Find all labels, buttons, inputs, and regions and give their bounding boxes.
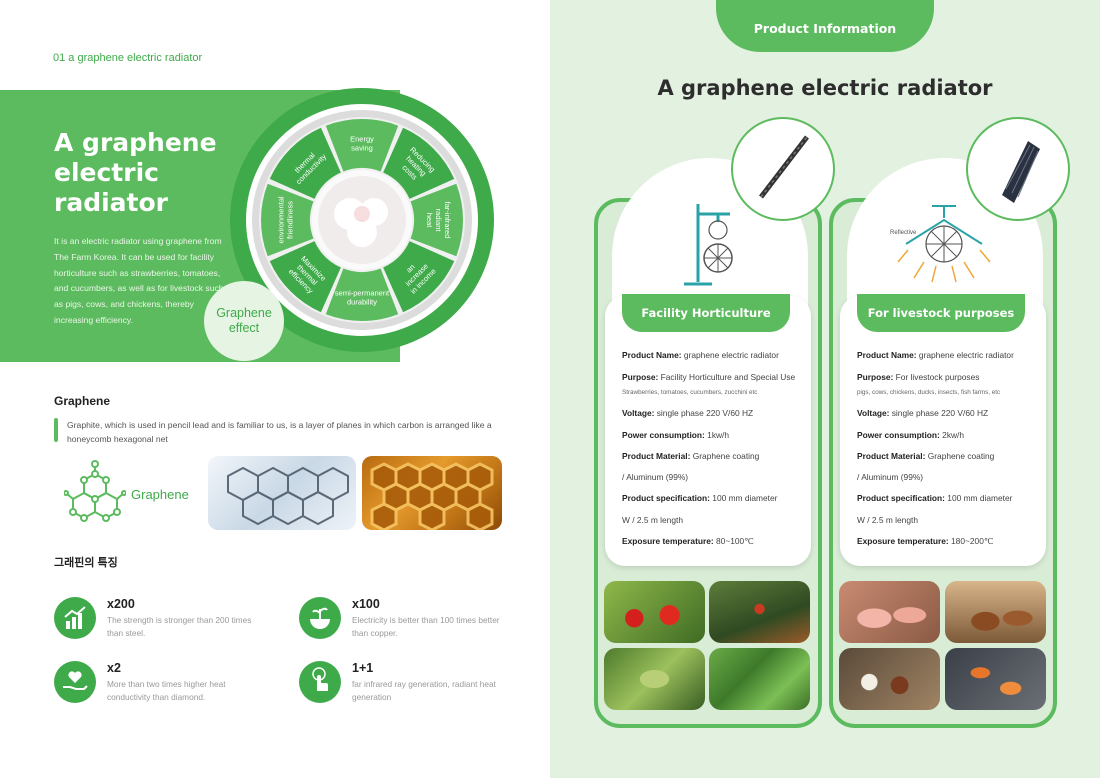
lettuce-photo [709,648,810,710]
spec-key: Purpose: [622,372,659,382]
feature-item: x2 More than two times higher heat condu… [54,661,274,713]
spec-subtext: Strawberries, tomatoes, cucumbers, zucch… [622,389,758,396]
cucumber-photo [604,648,705,710]
feature-item: x100 Electricity is better than 100 time… [299,597,519,649]
chickens-photo [839,648,940,710]
wheel-segment [269,127,341,199]
graphene-icon-label: Graphene [131,487,189,502]
feature-item: 1+1 far infrared ray generation, radiant… [299,661,519,713]
touch-hand-icon [299,661,341,703]
spec-continuation: / Aluminum (99%) [857,472,924,482]
spec-value: 2kw/h [939,430,965,440]
spec-value: single phase 220 V/60 HZ [654,408,754,418]
product-title: A graphene electric radiator [657,76,993,100]
feature-text: far infrared ray generation, radiant hea… [352,679,496,702]
spec-key: Product Material: [857,451,926,461]
feature-value: x2 [107,661,121,675]
left-page: 01 a graphene electric radiator A graphe… [0,52,519,713]
bowl-plant-icon [299,597,341,639]
product-image-circle [731,117,835,221]
product-image-circle [966,117,1070,221]
wheel-label: environmentalfriendliness [277,196,295,243]
spec-value: 100 mm diameter [944,493,1013,503]
spec-card-livestock [840,296,1046,566]
feature-text: Electricity is better than 100 times bet… [352,615,500,638]
spec-key: Product Name: [622,350,682,360]
wheel-label: far-infraredradiantheat [425,202,452,239]
category-pill: Facility Horticulture [622,294,790,332]
feature-value: 1+1 [352,661,374,675]
graphene-effect-badge: Graphene effect [204,281,284,361]
spec-value: 80~100℃ [713,536,754,546]
honeycomb-image [362,456,502,530]
pigs-photo [839,581,940,643]
spec-key: Product specification: [857,493,945,503]
spec-key: Product specification: [622,493,710,503]
spec-value: Graphene coating [925,451,995,461]
spec-value: 180~200℃ [948,536,994,546]
wheel-segment [383,127,455,199]
accent-bar [54,418,58,442]
feature-text: The strength is stronger than 200 times … [107,615,252,638]
spec-value: Graphene coating [690,451,760,461]
graphene-heading: Graphene [54,394,111,408]
koi-fish-photo [945,648,1046,710]
spec-key: Product Name: [857,350,917,360]
wheel-segment [410,183,463,257]
pepper-photo [709,581,810,643]
graphene-description: Graphite, which is used in pencil lead a… [67,420,492,444]
spec-key: Power consumption: [857,430,940,440]
cows-photo [945,581,1046,643]
spec-value: single phase 220 V/60 HZ [889,408,989,418]
category-pill: For livestock purposes [857,294,1025,332]
spec-value: graphene electric radiator [681,350,779,360]
chart-growth-icon [54,597,96,639]
diagram-label: Reflective [890,230,917,236]
spec-value: 100 mm diameter [709,493,778,503]
spec-subtext: pigs, cows, chickens, ducks, insects, fi… [857,389,1001,396]
hero-title: A graphene electric radiator [54,128,217,217]
wheel-segment [383,241,455,313]
spec-key: Voltage: [622,408,655,418]
section-label: 01 a graphene electric radiator [53,52,203,64]
wheel-segment [261,183,314,257]
spec-value: graphene electric radiator [916,350,1014,360]
hand-heart-icon [54,661,96,703]
features-heading: 그래핀의 특징 [54,557,118,569]
spec-key: Purpose: [857,372,894,382]
wheel-segment [269,241,341,313]
feature-item: x200 The strength is stronger than 200 t… [54,597,274,649]
spec-value: For livestock purposes [893,372,980,382]
product-info-tab: Product Information [716,0,934,52]
wheel-segment [325,268,399,321]
spec-value: Facility Horticulture and Special Use [658,372,796,382]
spec-card-horticulture [605,296,811,566]
spec-value: 1kw/h [704,430,730,440]
hero-description: It is an electric radiator using graphen… [54,236,224,325]
graphene-molecule-icon [64,460,126,522]
spec-key: Exposure temperature: [857,536,949,546]
livestock-radiator-diagram: Reflective [890,205,991,283]
spec-key: Power consumption: [622,430,705,440]
feature-text: More than two times higher heat conducti… [107,679,226,702]
spec-key: Product Material: [622,451,691,461]
spec-key: Exposure temperature: [622,536,714,546]
wheel-segment [325,119,399,172]
spec-continuation: / Aluminum (99%) [622,472,689,482]
spec-continuation: W / 2.5 m length [622,515,683,525]
horticulture-radiator-diagram [684,204,733,286]
strawberry-photo [604,581,705,643]
feature-value: x100 [352,597,380,611]
spec-key: Voltage: [857,408,890,418]
feature-value: x200 [107,597,135,611]
spec-continuation: W / 2.5 m length [857,515,918,525]
graphene-lattice-image [208,456,356,530]
